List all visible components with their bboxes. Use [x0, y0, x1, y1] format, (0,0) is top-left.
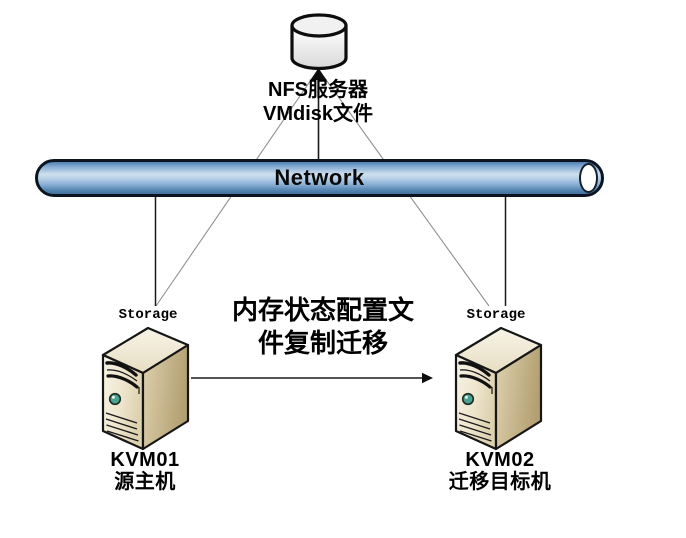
kvm02-server-icon	[454, 326, 543, 451]
kvm01-role: 源主机	[114, 471, 176, 493]
kvm01-name: KVM01	[110, 449, 180, 471]
nfs-server-label: NFS服务器 VMdisk文件	[238, 78, 398, 126]
kvm02-role: 迁移目标机	[448, 471, 552, 493]
network-pipe: Network	[35, 159, 604, 197]
nfs-disk-icon	[290, 13, 348, 71]
kvm01-host-label: KVM01 源主机	[90, 449, 200, 493]
nfs-label-line1: NFS服务器	[268, 79, 368, 101]
network-label: Network	[274, 165, 365, 190]
migration-caption: 内存状态配置文 件复制迁移	[217, 294, 429, 360]
kvm02-storage-label: Storage	[466, 307, 526, 323]
migration-caption-line2: 件复制迁移	[257, 328, 388, 358]
kvm02-name: KVM02	[465, 449, 535, 471]
pipe-end-cap	[579, 163, 598, 193]
kvm01-storage-label: Storage	[118, 307, 178, 323]
kvm02-host-label: KVM02 迁移目标机	[435, 449, 565, 493]
right-arrowhead-icon	[422, 372, 433, 384]
nfs-label-line2: VMdisk文件	[262, 103, 374, 125]
migration-caption-line1: 内存状态配置文	[231, 295, 414, 325]
kvm01-server-icon	[101, 326, 190, 451]
